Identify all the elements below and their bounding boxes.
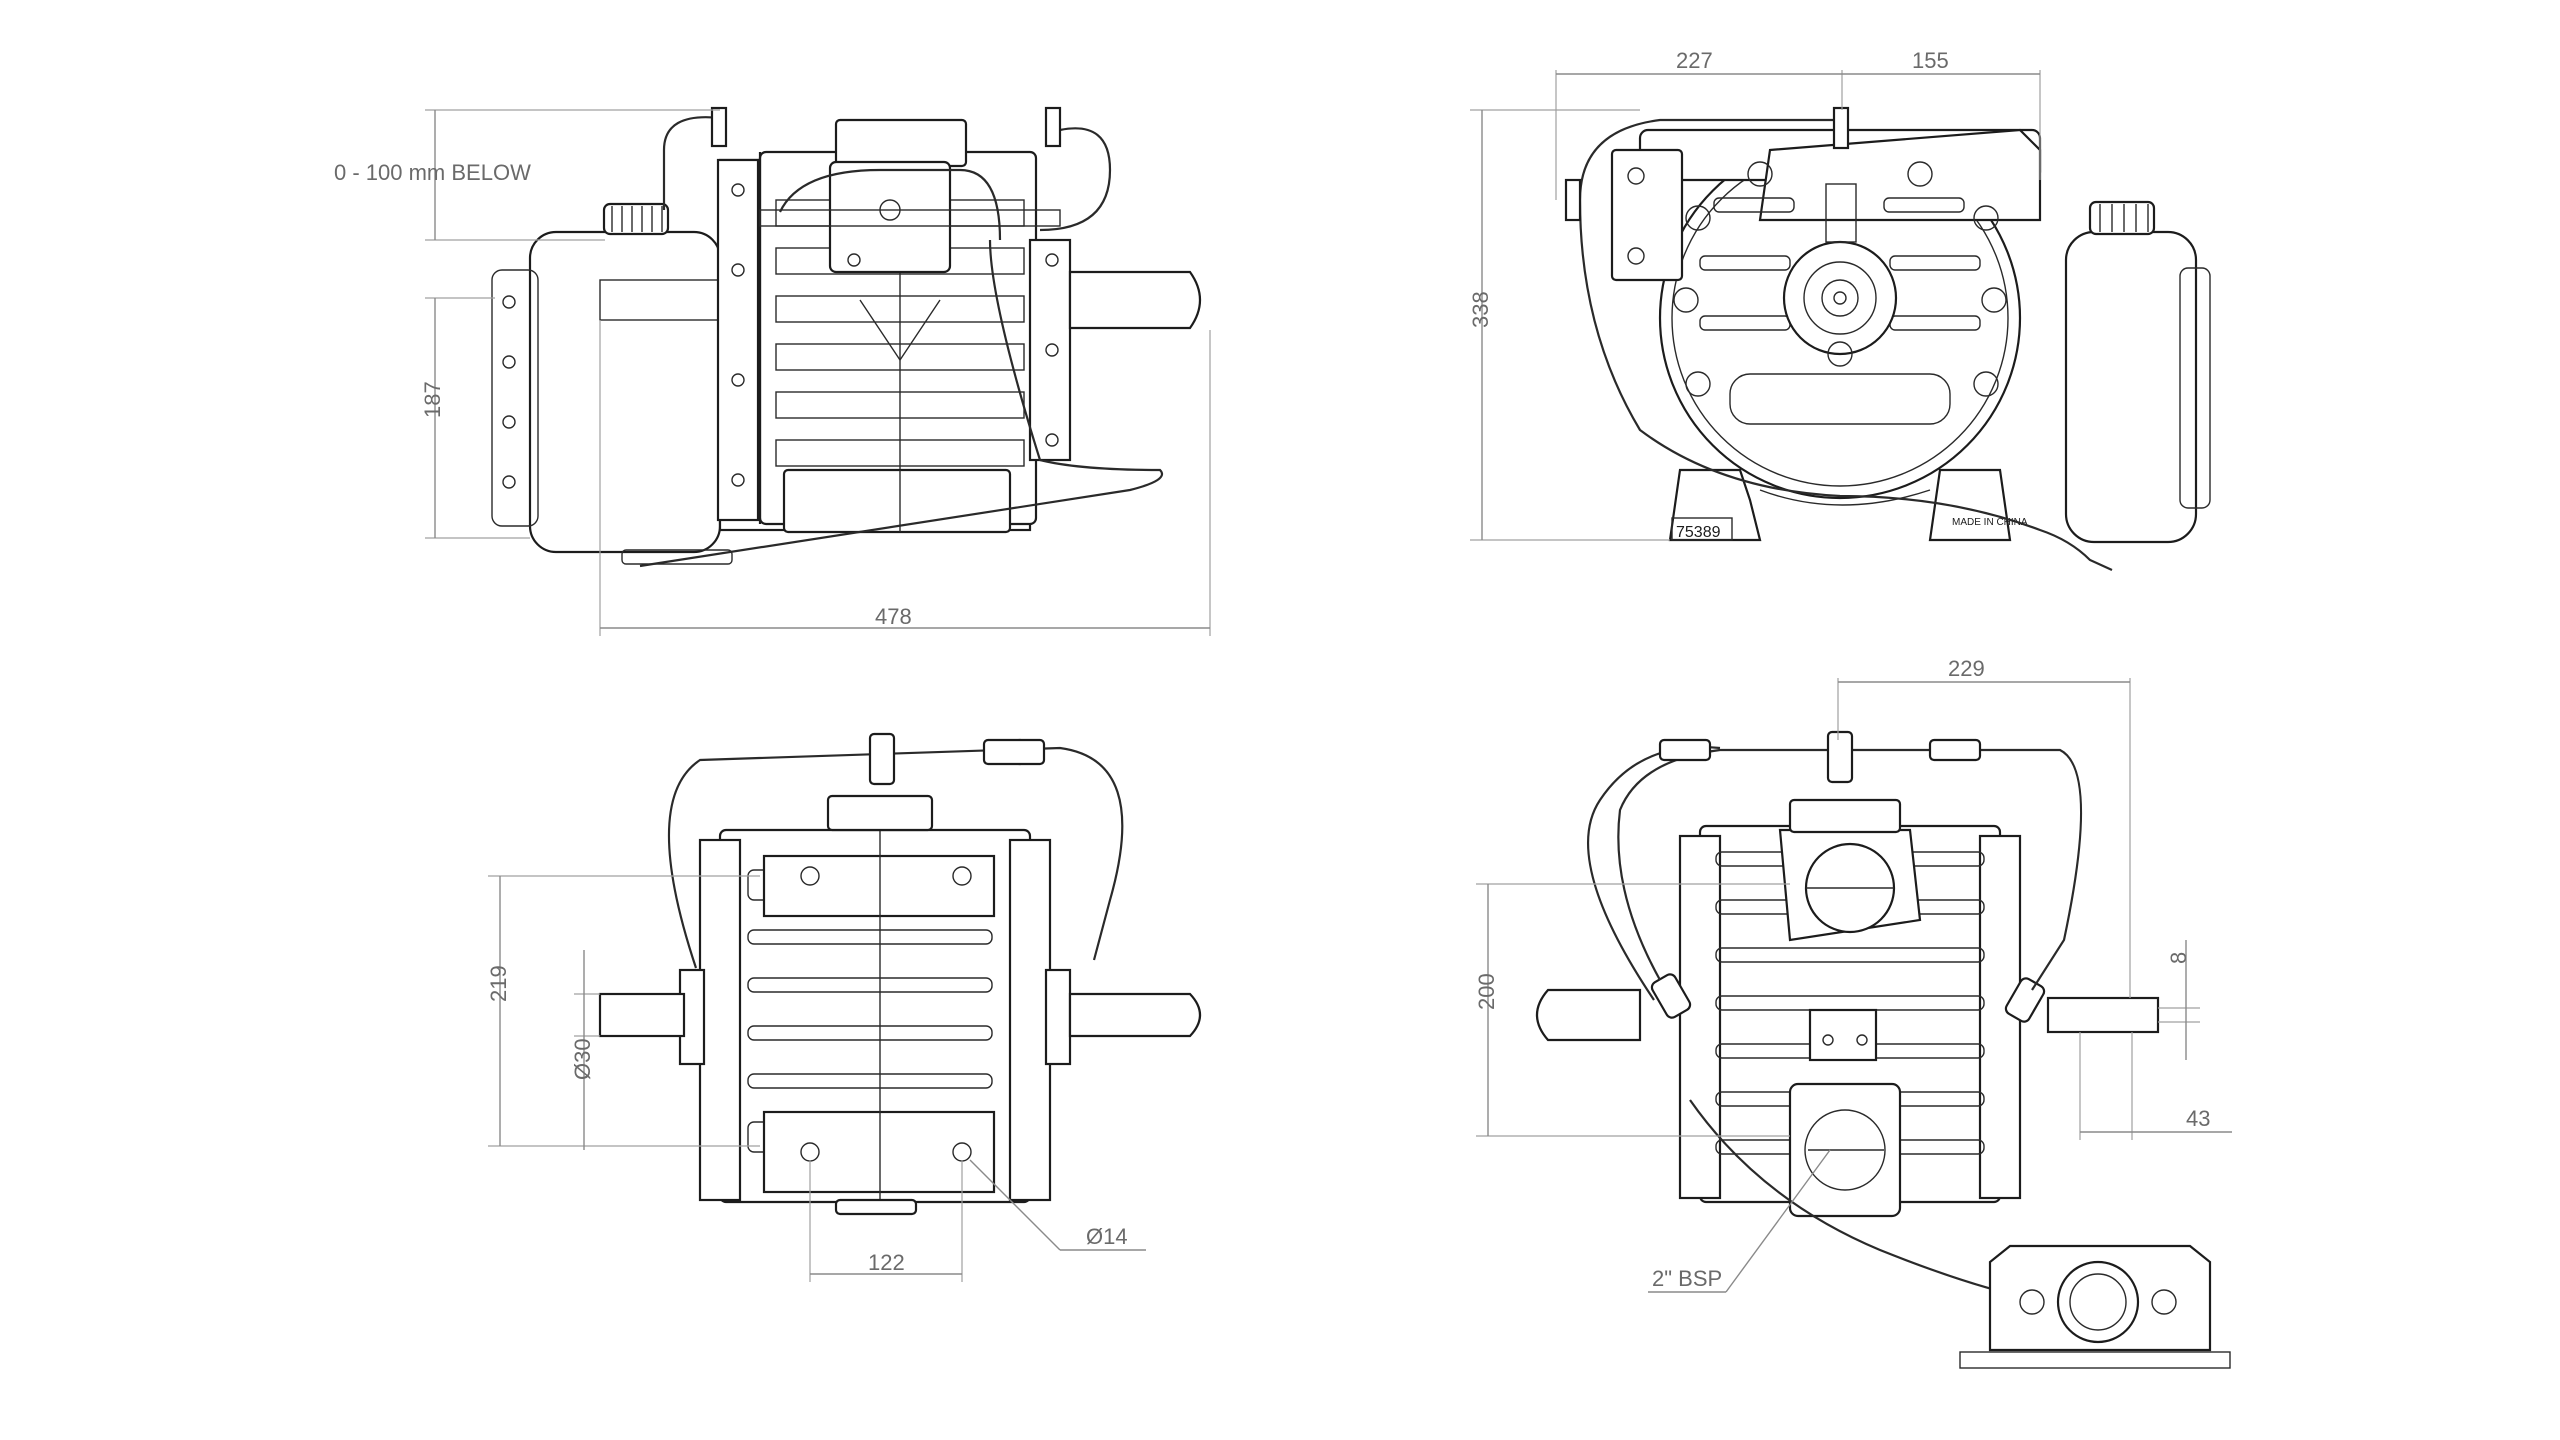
dim-side-height: 187 — [420, 297, 530, 539]
dim-front-height: 338 — [1468, 109, 1670, 541]
dim-top-hole-label: Ø14 — [1086, 1224, 1128, 1249]
dim-top-height-label: 219 — [486, 965, 511, 1002]
dim-bottom-key: 8 — [2158, 940, 2200, 1060]
dim-oil-level-label: 0 - 100 mm BELOW — [334, 160, 531, 185]
dim-bottom-height: 200 — [1474, 883, 1790, 1137]
front-serial-plate — [1671, 517, 1733, 541]
top-mount-plate-lower — [762, 1110, 996, 1194]
bottom-hose — [1617, 748, 2083, 991]
dim-top-hole: Ø14 — [969, 1159, 1146, 1251]
front-pump-housing — [1610, 128, 2042, 542]
side-hose-upper — [662, 116, 721, 210]
dim-front-width: 227 155 — [1555, 48, 2041, 200]
dim-side-length: 478 — [599, 320, 1211, 636]
bottom-view — [1535, 730, 2231, 1369]
front-serial-text: 75389 — [1676, 524, 1721, 541]
dim-bottom-height-label: 200 — [1474, 973, 1499, 1010]
side-pump-body — [716, 118, 1072, 534]
dim-side-height-label: 187 — [420, 381, 445, 418]
dim-bottom-port: 2" BSP — [1648, 1149, 1831, 1293]
dim-top-spacing: 122 — [809, 1160, 963, 1282]
dim-bottom-key-label: 8 — [2166, 952, 2191, 964]
dim-oil-level: 0 - 100 mm BELOW — [334, 109, 720, 241]
dim-top-shaft-label: Ø30 — [570, 1038, 595, 1080]
bottom-mount-bracket — [1959, 1244, 2231, 1369]
dim-bottom-shaft: 43 — [2079, 1032, 2232, 1140]
front-origin-text: MADE IN CHINA — [1952, 517, 2028, 528]
dim-front-width-left-label: 227 — [1676, 48, 1713, 73]
front-view: 75389 MADE IN CHINA — [1564, 106, 2211, 572]
dim-top-shaft: Ø30 — [570, 950, 600, 1150]
dim-bottom-port-label: 2" BSP — [1652, 1266, 1722, 1291]
dim-top-spacing-label: 122 — [868, 1250, 905, 1275]
dim-front-height-label: 338 — [1468, 291, 1493, 328]
dim-side-length-label: 478 — [875, 604, 912, 629]
side-view — [491, 106, 1201, 568]
front-oil-reservoir — [2064, 200, 2211, 544]
dim-bottom-width: 229 — [1837, 656, 2131, 998]
side-oil-reservoir — [491, 202, 733, 565]
top-mount-plate-upper — [762, 854, 996, 918]
top-view — [598, 732, 1202, 1216]
dim-top-height: 219 — [486, 875, 760, 1147]
dim-front-width-right-label: 155 — [1912, 48, 1949, 73]
dim-bottom-width-label: 229 — [1948, 656, 1985, 681]
dim-bottom-shaft-label: 43 — [2186, 1106, 2210, 1131]
